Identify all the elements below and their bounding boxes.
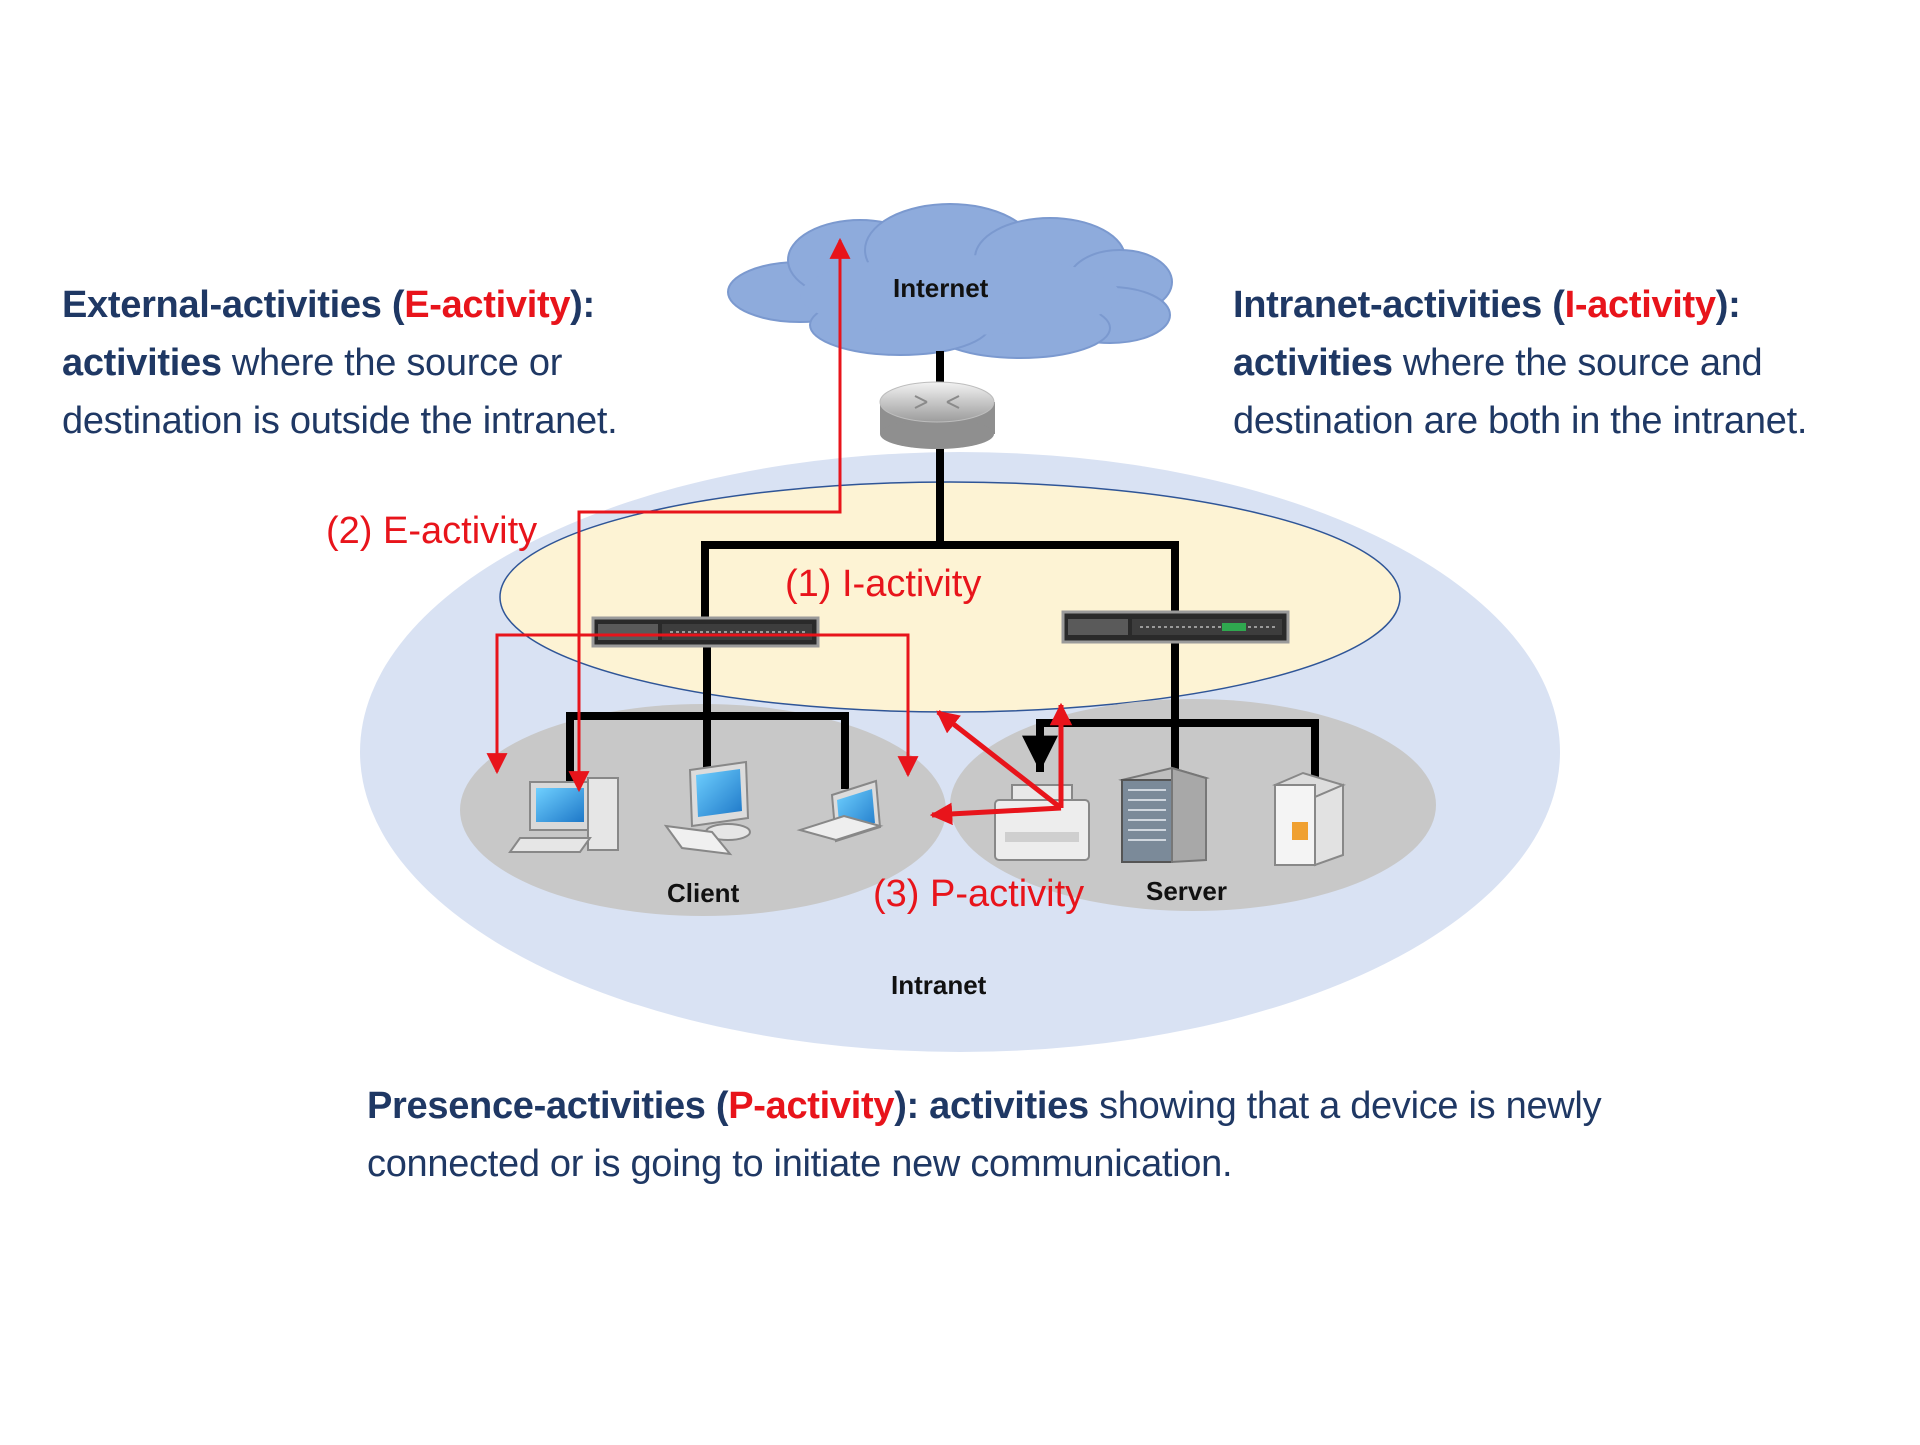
internet-label: Internet <box>893 273 989 303</box>
presence-description: showing that a device is newly connected… <box>367 1085 1602 1185</box>
presence-activities-definition: Presence-activities (P-activity): activi… <box>367 1077 1607 1193</box>
p-activity-arrow <box>936 710 1063 810</box>
e-activity-label: (2) E-activity <box>326 510 538 552</box>
router-icon <box>879 381 995 449</box>
server-label: Server <box>1146 876 1227 906</box>
i-activity-label: (1) I-activity <box>785 563 982 605</box>
client-label: Client <box>667 878 740 908</box>
e-activity-arrow <box>577 237 851 788</box>
server-tower-icon <box>1118 766 1210 864</box>
laptop-icon <box>796 779 884 843</box>
activity-arrows <box>486 237 1073 826</box>
external-lead: activities <box>62 342 222 384</box>
external-abbr: E-activity <box>404 284 571 326</box>
external-activities-definition: External-activities (E-activity): activi… <box>62 276 702 450</box>
intranet-lead: activities <box>1233 342 1393 384</box>
external-close: ): <box>570 284 595 326</box>
intranet-term: Intranet-activities ( <box>1233 284 1565 326</box>
network-cabling <box>566 351 1319 789</box>
intranet-close: ): <box>1715 284 1741 326</box>
p-activity-label: (3) P-activity <box>873 873 1085 915</box>
monitor-icon <box>663 760 751 856</box>
cloud-icon <box>727 203 1173 359</box>
p-activity-arrow <box>929 802 1062 826</box>
intranet-abbr: I-activity <box>1564 284 1716 326</box>
presence-lead: activities <box>918 1085 1089 1127</box>
intranet-activities-definition: Intranet-activities (I-activity): activi… <box>1233 276 1873 450</box>
storage-server-icon <box>1272 771 1346 867</box>
external-term: External-activities ( <box>62 284 405 326</box>
intranet-label: Intranet <box>891 970 987 1000</box>
rack-switch-icon <box>591 616 820 648</box>
rack-switch-icon <box>1061 610 1290 644</box>
presence-term: Presence-activities ( <box>367 1085 729 1127</box>
presence-abbr: P-activity <box>728 1085 895 1127</box>
desktop-computer-icon <box>508 777 619 853</box>
presence-close: ): <box>894 1085 919 1127</box>
external-description: where the source or destination is outsi… <box>62 342 618 442</box>
intranet-description: where the source and destination are bot… <box>1233 342 1808 442</box>
